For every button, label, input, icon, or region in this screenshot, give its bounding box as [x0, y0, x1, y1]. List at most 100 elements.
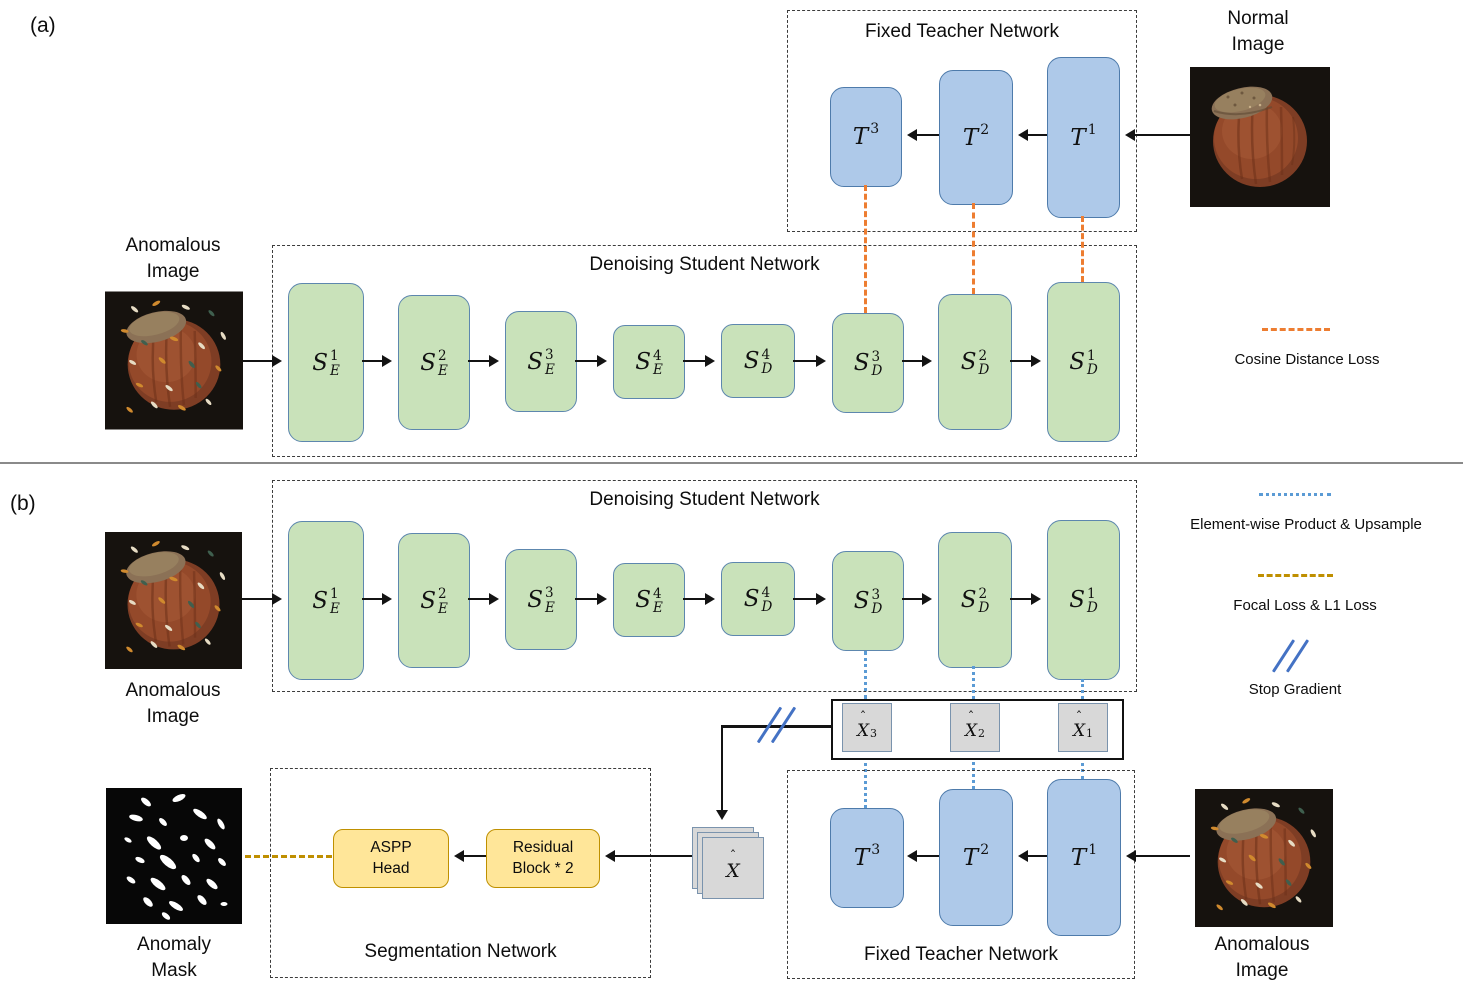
segmentation-network-box: Segmentation Network: [270, 768, 651, 978]
cosine-loss-legend-label: Cosine Distance Loss: [1234, 351, 1380, 368]
arrow-image-se1-b: [242, 593, 282, 605]
arrow-down-to-xhat-stack: [716, 725, 728, 820]
panel-b-label: (b): [10, 492, 36, 515]
aspp-head-block: ASPP Head: [333, 829, 449, 888]
arrow-sd3-sd2-b: [902, 593, 932, 605]
stop-gradient-legend-label: Stop Gradient: [1248, 681, 1342, 698]
arrow-se2-se3-a: [468, 355, 499, 367]
arrow-normalimage-t1-a: [1125, 129, 1190, 141]
student-network-title-b: Denoising Student Network: [589, 489, 820, 510]
arrow-se4-sd4-a: [683, 355, 715, 367]
anomalous-image-caption-b-right: Anomalous Image: [1214, 934, 1310, 981]
anomalous-image-b-left: [105, 531, 242, 670]
panel-a-label: (a): [30, 14, 56, 37]
panel-divider: [0, 462, 1463, 464]
anomalous-image-caption-b-left: Anomalous Image: [125, 680, 221, 727]
arrow-se4-sd4-b: [683, 593, 715, 605]
residual-block-label: Residual Block * 2: [512, 839, 574, 877]
teacher-network-box-b: Fixed Teacher Network: [787, 770, 1135, 979]
arrow-sd4-sd3-b: [793, 593, 826, 605]
stopgrad-line-horizontal: [722, 725, 831, 728]
elementwise-line-x3-t3: [864, 756, 867, 808]
arrow-se1-se2-a: [362, 355, 392, 367]
residual-block: Residual Block * 2: [486, 829, 600, 888]
arrow-se2-se3-b: [468, 593, 499, 605]
student-network-title-a: Denoising Student Network: [589, 254, 820, 275]
focal-l1-legend-line: [1258, 574, 1333, 577]
cosine-loss-legend-line: [1262, 328, 1330, 331]
focal-l1-loss-line: [245, 855, 332, 858]
stop-gradient-legend-slash: [1271, 639, 1296, 673]
teacher-network-title-b: Fixed Teacher Network: [864, 944, 1058, 965]
arrow-t2-t3-a: [907, 129, 939, 141]
elementwise-line-x2-t2: [972, 756, 975, 789]
normal-image: [1190, 67, 1330, 207]
normal-image-caption: Normal Image: [1227, 8, 1289, 55]
elementwise-line-x1-t1: [1081, 756, 1084, 779]
anomalous-image-caption-a: Anomalous Image: [125, 235, 221, 282]
aspp-head-label: ASPP Head: [370, 839, 412, 877]
arrow-se1-se2-b: [362, 593, 392, 605]
arrow-sd4-sd3-a: [793, 355, 826, 367]
cosine-loss-line-t3-sd3: [864, 185, 867, 313]
arrow-image-se1-a: [243, 355, 282, 367]
arrow-residual-aspp: [454, 850, 486, 862]
anomalous-image-a: [105, 291, 243, 430]
teacher-network-box-a: Fixed Teacher Network: [787, 10, 1137, 232]
student-network-box-a: Denoising Student Network: [272, 245, 1137, 457]
elementwise-line-sd2-x2: [972, 666, 975, 699]
focal-l1-legend-label: Focal Loss & L1 Loss: [1233, 597, 1377, 614]
arrow-t1-t2-b: [1018, 850, 1047, 862]
elementwise-legend-label: Element-wise Product & Upsample: [1190, 516, 1422, 533]
arrow-se3-se4-b: [575, 593, 607, 605]
elementwise-line-sd3-x3: [864, 651, 867, 699]
